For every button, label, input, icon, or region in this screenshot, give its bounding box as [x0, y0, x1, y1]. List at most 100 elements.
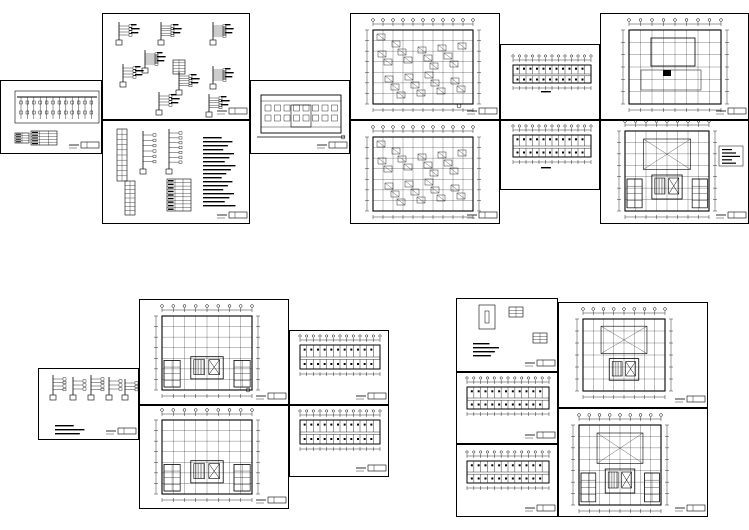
elevator-cross [208, 463, 220, 479]
breaker-box [222, 68, 227, 72]
sheet-strip-plan-d[interactable] [289, 405, 389, 477]
sheet-riser-details[interactable] [38, 368, 139, 440]
switch-box [25, 100, 29, 105]
axis-bubble [365, 409, 369, 413]
sheet-distribution-schematic[interactable] [0, 80, 102, 154]
sheet-floor-plan-upper[interactable] [350, 13, 500, 120]
axis-bubble [513, 450, 517, 454]
axis-bubble [638, 413, 643, 417]
fixture-line [456, 192, 466, 200]
fixture-line [429, 169, 439, 177]
elevator-block [625, 361, 636, 377]
panel-label [191, 74, 197, 76]
axis-bubble [589, 124, 593, 128]
axis-bubble [547, 450, 551, 454]
elevation-outline [260, 94, 342, 134]
sheet-strip-plan-f[interactable] [456, 444, 558, 517]
plan-title [541, 167, 551, 169]
panel-box [141, 67, 149, 74]
breaker-box [62, 384, 67, 388]
axis-bubble [205, 304, 209, 308]
fixture-mark [536, 138, 538, 141]
fixture-mark [303, 363, 306, 365]
sheet-building-elevation[interactable] [250, 80, 350, 154]
fixture-mark [350, 423, 353, 426]
sheet-floor-plan-lower[interactable] [350, 120, 500, 224]
fixture-mark [523, 138, 525, 141]
fixture-line [377, 50, 387, 58]
fixture-mark [491, 477, 494, 480]
axis-bubble [589, 54, 593, 58]
axis-bubble [518, 124, 521, 128]
panel-label [225, 28, 234, 30]
table-text [168, 208, 174, 210]
fixture-mark [555, 151, 558, 154]
window [312, 104, 319, 112]
design-notes [203, 145, 228, 147]
axis-bubble [465, 450, 469, 454]
void-cross [643, 138, 691, 170]
axis-bubble [663, 307, 667, 311]
breaker-box [152, 160, 157, 164]
design-notes [203, 153, 234, 155]
sheet-strip-plan-e[interactable] [456, 372, 558, 444]
breaker-box [168, 103, 173, 107]
axis-bubble [531, 124, 534, 128]
breaker-box [222, 78, 227, 82]
axis-bubble [492, 376, 496, 380]
fixture-mark [498, 403, 501, 406]
axis-bubble [250, 408, 254, 412]
switch-box [57, 100, 61, 105]
axis-bubble [661, 18, 666, 22]
axis-bubble [239, 304, 243, 308]
room-outline [416, 196, 426, 204]
sheet-floor-plan-c1[interactable] [558, 302, 708, 408]
room-outline [376, 33, 386, 41]
fixture-mark [363, 348, 366, 351]
sheet-detail-notes[interactable] [456, 298, 558, 372]
panel-label [221, 104, 229, 106]
window [274, 114, 281, 122]
sheet-strip-plan-a[interactable] [500, 44, 600, 120]
sheet-floor-plan-b2[interactable] [139, 405, 289, 509]
breaker-box [218, 106, 223, 110]
room-outline [423, 54, 433, 62]
roof-parapet [640, 69, 702, 91]
detail-notes [473, 355, 491, 357]
axis-bubble [570, 124, 573, 128]
room-outline [383, 165, 393, 173]
axis-bubble [587, 413, 591, 417]
axis-bubble [318, 409, 322, 413]
axis-bubble [653, 307, 657, 311]
breaker-box [178, 131, 183, 135]
axis-bubble [411, 18, 415, 22]
breaker-box [222, 32, 227, 36]
sheet-strip-plan-b[interactable] [500, 120, 600, 190]
breaker-box [222, 76, 227, 80]
panel-label [131, 28, 140, 30]
panel-box [49, 394, 57, 401]
axis-bubble [659, 413, 663, 417]
sheet-panel-diagrams-a[interactable] [102, 13, 250, 120]
axis-bubble [533, 376, 537, 380]
panel-box [69, 394, 77, 401]
fixture-line [423, 161, 433, 169]
axis-bubble [644, 121, 648, 123]
axis-bubble [411, 125, 415, 129]
fixture-mark [330, 423, 333, 426]
fixture-mark [516, 151, 519, 154]
axis-bubble [583, 124, 586, 128]
axis-bubble [160, 408, 164, 412]
sheet-panel-diagrams-b[interactable] [102, 120, 250, 224]
sheet-ground-floor-plan[interactable] [600, 120, 749, 224]
window [293, 114, 300, 122]
title-block [536, 359, 556, 367]
fixture-line [384, 182, 394, 190]
sheet-roof-plan[interactable] [600, 13, 749, 120]
axis-bubble [371, 18, 375, 22]
panel-label [225, 32, 233, 34]
sheet-floor-plan-b1[interactable] [139, 299, 289, 405]
panel-label [135, 70, 144, 72]
sheet-strip-plan-c[interactable] [289, 330, 389, 405]
sheet-floor-plan-c2[interactable] [558, 408, 708, 517]
